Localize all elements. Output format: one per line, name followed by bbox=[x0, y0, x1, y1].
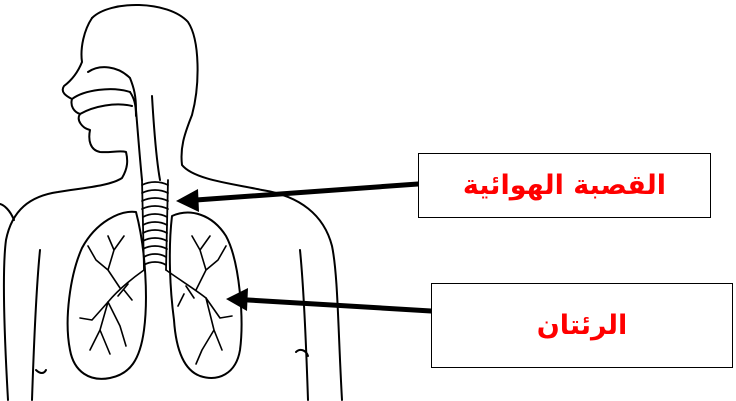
right-lung bbox=[170, 213, 242, 378]
bronchial-tree bbox=[80, 236, 232, 364]
windpipe-tube bbox=[136, 96, 160, 180]
trachea-arrow bbox=[176, 184, 418, 212]
body-outline bbox=[0, 5, 342, 400]
lungs-label: الرئتان bbox=[537, 310, 628, 341]
nasal-passage bbox=[72, 67, 136, 116]
lungs bbox=[68, 212, 242, 379]
lungs-arrow bbox=[226, 288, 431, 311]
trachea-label-box: القصبة الهوائية bbox=[418, 153, 711, 218]
trachea-rings bbox=[142, 180, 168, 270]
lungs-label-box: الرئتان bbox=[431, 283, 733, 368]
trachea-label: القصبة الهوائية bbox=[463, 170, 666, 201]
left-lung bbox=[68, 212, 146, 379]
